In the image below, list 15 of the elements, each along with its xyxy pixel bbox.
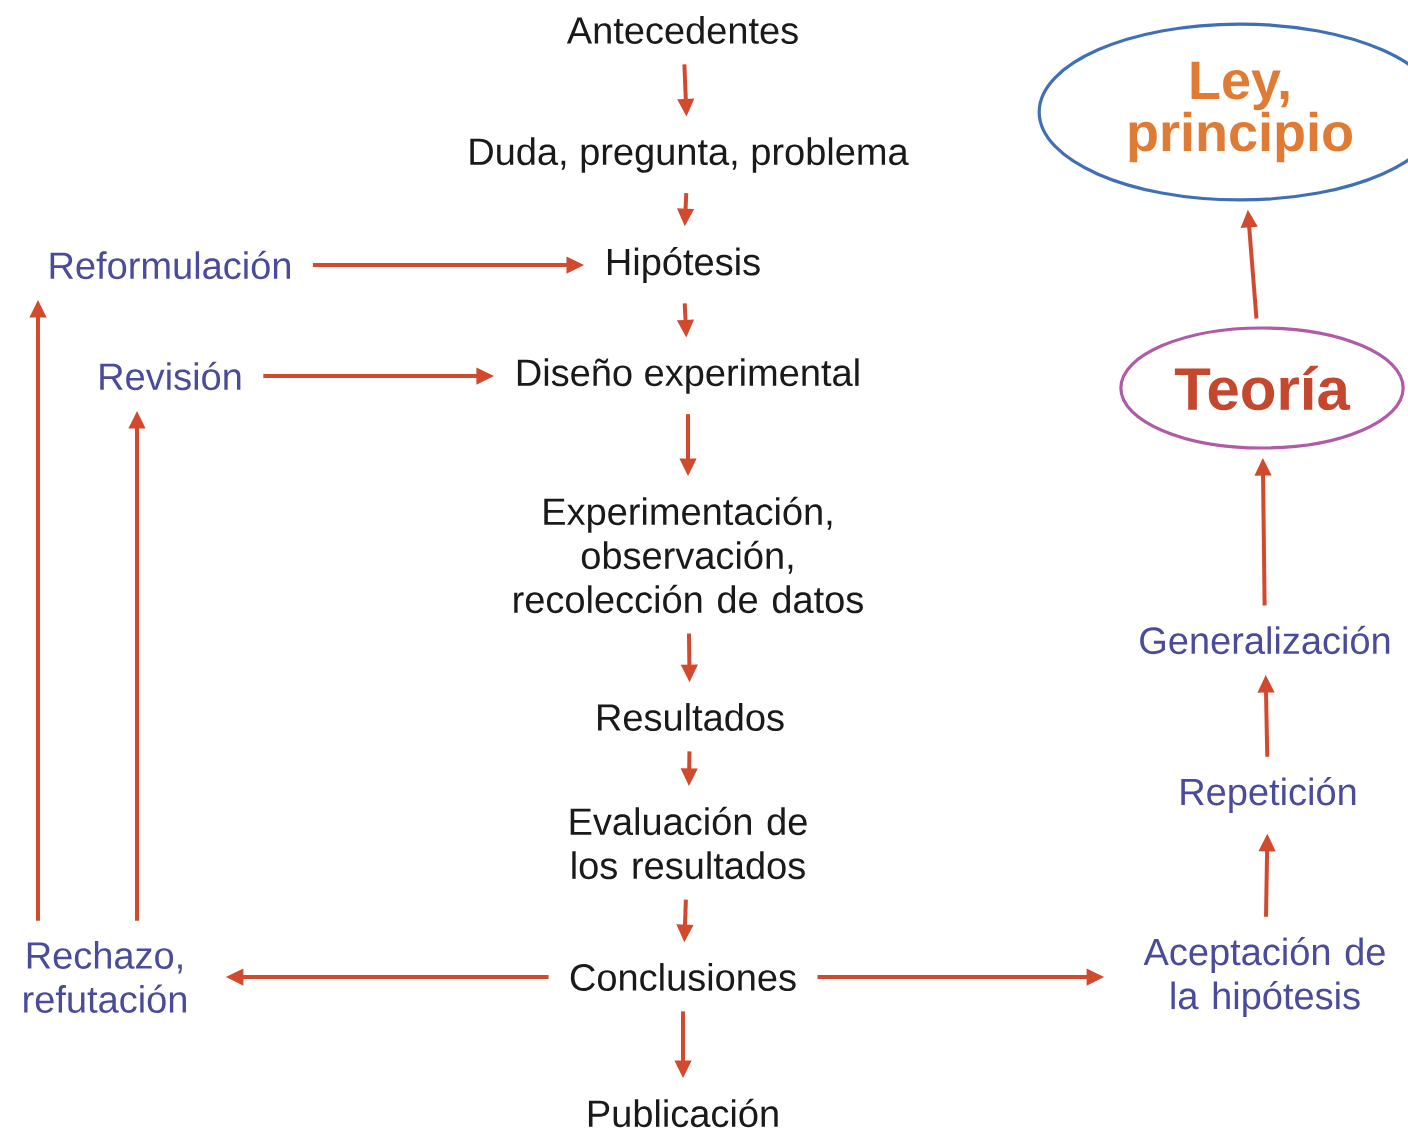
step-text: Duda, pregunta, problema: [470, 137, 909, 173]
step-text: Evaluación de los resultados: [570, 806, 807, 880]
step-text: Resultados: [598, 703, 784, 731]
outcome-text: Generalización: [1140, 625, 1390, 655]
step-text: Diseño experimental: [517, 358, 859, 394]
step-text: Conclusiones: [570, 963, 796, 991]
outcome-text: Reformulación: [50, 250, 290, 280]
step-text: Antecedentes: [566, 16, 798, 44]
step-text: Hipótesis: [607, 247, 760, 283]
outcome-text: Aceptación de la hipótesis: [1143, 937, 1385, 1017]
outcome-text: Rechazo, refutación: [24, 941, 186, 1013]
outcome-text: Revisión: [100, 361, 241, 391]
step-text: Experimentación, observación, recolección de datos: [514, 496, 863, 614]
step-text: Publicación: [588, 1098, 778, 1128]
outcome-text: Repetición: [1181, 777, 1356, 813]
